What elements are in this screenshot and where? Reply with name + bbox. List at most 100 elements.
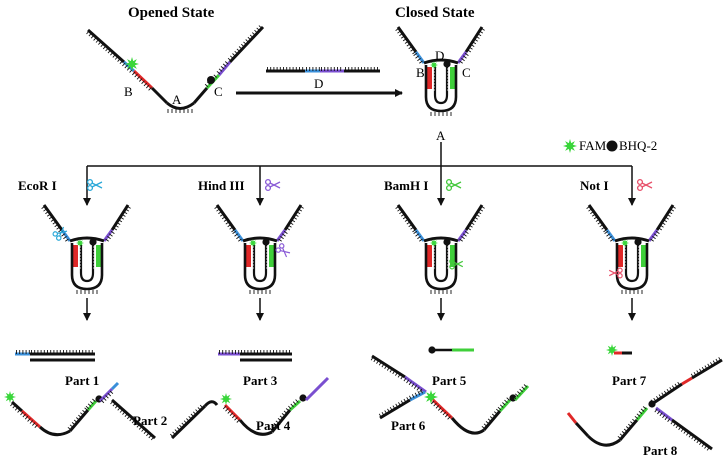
base-ticks <box>413 52 423 64</box>
base-ticks <box>167 109 193 113</box>
enzyme-label-hindiii: Hind III <box>198 178 245 193</box>
dna-strand <box>681 376 693 386</box>
base-ticks <box>31 350 93 354</box>
part-4-label: Part 4 <box>256 418 291 433</box>
scissors-icon <box>608 267 623 279</box>
bhq-dot-icon <box>262 238 270 246</box>
fam-star-icon <box>76 239 84 247</box>
segment-c-green <box>450 67 456 89</box>
fam-star-icon <box>563 139 577 153</box>
part-6-label: Part 6 <box>391 418 426 433</box>
base-ticks <box>122 62 133 73</box>
segment-b-red <box>426 67 432 89</box>
base-ticks <box>467 27 485 53</box>
dna-strand <box>110 204 130 231</box>
scissors-icon <box>52 226 68 241</box>
base-ticks <box>430 290 452 294</box>
fam-star-icon <box>563 139 577 153</box>
dna-strand <box>192 87 209 104</box>
dna-strand <box>111 398 156 440</box>
segment-b-red <box>426 245 432 267</box>
dna-strand <box>396 204 418 231</box>
base-ticks <box>10 402 21 413</box>
base-ticks <box>286 205 304 231</box>
segment-b-red <box>72 245 78 267</box>
segment-c-green <box>641 245 647 267</box>
part-1-label: Part 1 <box>65 373 99 388</box>
segment-label-c: C <box>214 84 223 99</box>
base-ticks <box>113 205 131 231</box>
segment-b-red <box>245 245 251 267</box>
dna-strand <box>396 26 418 53</box>
base-ticks <box>459 52 469 64</box>
base-ticks <box>232 230 242 242</box>
base-ticks <box>216 61 229 75</box>
part2-loop <box>38 425 71 437</box>
base-ticks <box>241 350 290 354</box>
stem-ticks <box>432 68 450 91</box>
fam-star-icon <box>249 239 257 247</box>
base-ticks <box>658 205 676 231</box>
base-ticks <box>395 27 416 55</box>
base-ticks <box>497 397 510 411</box>
closed-label-d: D <box>435 48 444 63</box>
base-ticks <box>409 389 423 400</box>
base-ticks <box>86 30 123 65</box>
base-ticks <box>85 398 96 410</box>
cut-structure-hindiii <box>214 204 304 294</box>
dna-strand <box>215 204 237 231</box>
dna-strand <box>431 398 454 420</box>
base-ticks <box>634 406 647 420</box>
stem-ticks <box>623 246 641 269</box>
dna-strand <box>275 229 287 242</box>
closed-label-c: C <box>462 65 471 80</box>
base-ticks <box>430 112 452 116</box>
base-ticks <box>16 350 30 354</box>
base-ticks <box>512 384 528 400</box>
part8-loop <box>586 434 621 447</box>
dna-strand <box>574 421 590 438</box>
part-8-label: Part 8 <box>643 443 678 458</box>
base-ticks <box>654 408 671 422</box>
dna-strand <box>304 376 330 402</box>
cut-structure-bamhi <box>395 204 485 294</box>
segment-a-loop <box>424 243 458 291</box>
inner-loop <box>79 245 95 283</box>
dna-strand <box>587 204 609 231</box>
bhq-dot-icon <box>299 394 307 402</box>
base-ticks <box>110 400 155 441</box>
cleavage-products <box>4 344 723 451</box>
part-3-label: Part 3 <box>243 373 278 388</box>
dna-strand <box>671 418 713 451</box>
dna-strand <box>647 229 659 242</box>
scissors-icon <box>264 178 281 192</box>
bhq-dot-icon <box>207 76 215 84</box>
enzyme-label-bamhi: BamH I <box>384 178 428 193</box>
dna-strand <box>228 25 265 64</box>
bhq-dot-icon <box>89 238 97 246</box>
enzyme-label-noti: Not I <box>580 178 609 193</box>
segment-c-green <box>450 245 456 267</box>
bhq-dot-icon <box>428 346 436 354</box>
opened-state-heading: Opened State <box>128 5 215 21</box>
enzyme-scissors <box>86 178 653 192</box>
legend-fam-label: FAM <box>579 138 607 153</box>
stem-ticks <box>78 246 96 269</box>
fam-star-icon <box>220 393 232 405</box>
base-ticks <box>105 230 115 242</box>
dna-strand <box>566 412 578 424</box>
base-ticks <box>321 67 342 71</box>
segment-c-green <box>96 245 102 267</box>
part-5-label: Part 5 <box>432 373 467 388</box>
dna-strand <box>283 204 303 231</box>
inner-loop <box>624 245 640 283</box>
base-ticks <box>403 377 425 395</box>
closed-state-structure <box>395 26 485 116</box>
bhq-dot-icon <box>443 60 451 68</box>
fam-star-icon <box>430 61 438 69</box>
base-ticks <box>76 290 98 294</box>
closed-label-a: A <box>436 128 446 143</box>
dna-strand <box>21 409 41 429</box>
